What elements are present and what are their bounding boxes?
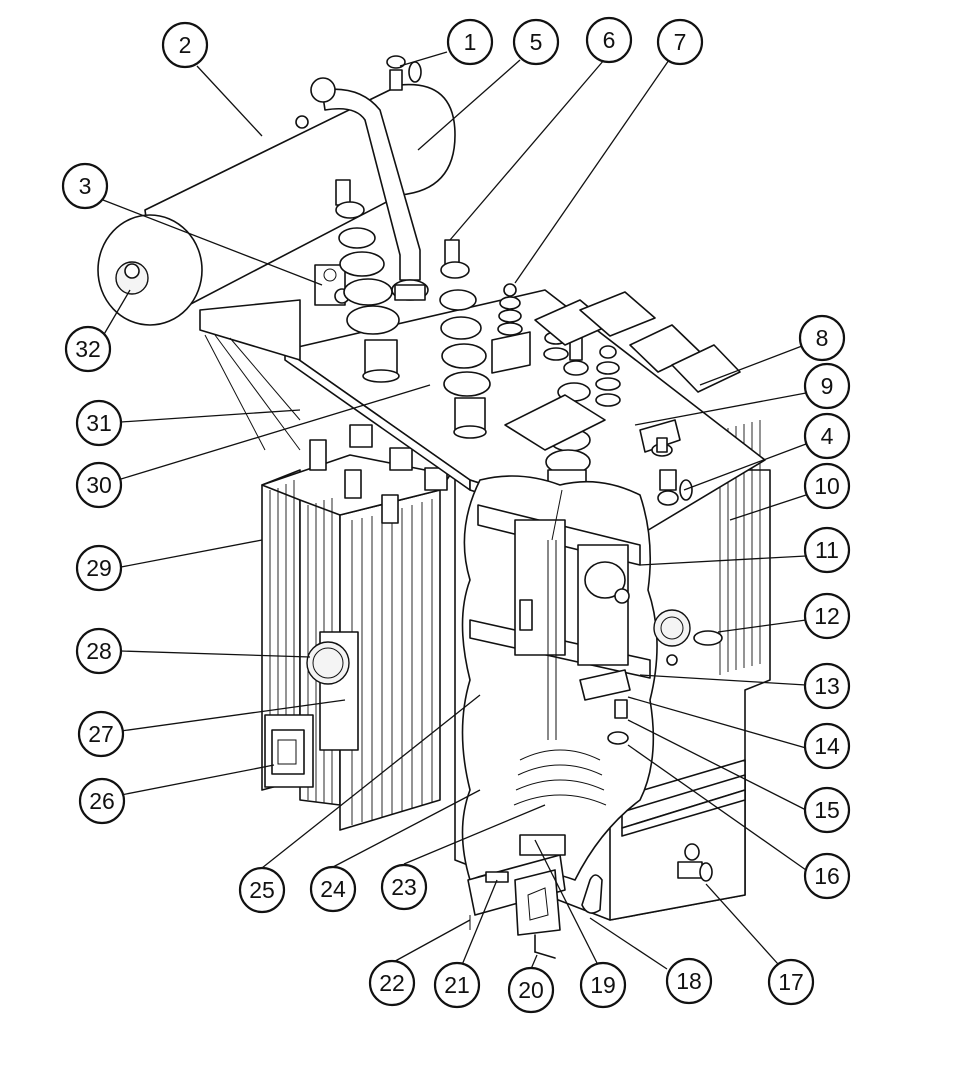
- terminal-box: [264, 714, 314, 788]
- callout-21-label: 21: [444, 972, 470, 998]
- callout-28-label: 28: [86, 638, 112, 664]
- callout-11: 11: [803, 526, 851, 574]
- callout-2: 2: [161, 21, 209, 69]
- hv-bushing-left: [335, 179, 400, 383]
- callout-22-label: 22: [379, 970, 405, 996]
- callout-14: 14: [803, 722, 851, 770]
- callout-17-label: 17: [778, 969, 804, 995]
- callout-6: 6: [585, 16, 633, 64]
- callout-10: 10: [803, 462, 851, 510]
- callout-12: 12: [803, 592, 851, 640]
- callout-26-label: 26: [89, 788, 115, 814]
- callout-27: 27: [77, 710, 125, 758]
- callout-4-label: 4: [821, 423, 834, 449]
- callout-9: 9: [803, 362, 851, 410]
- callout-16-label: 16: [814, 863, 840, 889]
- callout-26: 26: [78, 777, 126, 825]
- callouts: 1 2 3 4 5 6 7 8 9 10 11 12 13 14 15 16 1…: [61, 16, 851, 1014]
- callout-31-label: 31: [86, 410, 112, 436]
- callout-1: 1: [446, 18, 494, 66]
- top-valve: [295, 55, 422, 129]
- transformer-illustration: [97, 55, 771, 959]
- callout-10-label: 10: [814, 473, 840, 499]
- cutaway-interior: [461, 475, 658, 881]
- callout-1-label: 1: [464, 29, 477, 55]
- callout-7: 7: [656, 18, 704, 66]
- buchholz-relay: [314, 264, 350, 306]
- terminal-covers: [504, 291, 741, 451]
- callout-30-label: 30: [86, 472, 112, 498]
- callout-16: 16: [803, 852, 851, 900]
- callout-12-label: 12: [814, 603, 840, 629]
- callout-8: 8: [798, 314, 846, 362]
- callout-32: 32: [64, 325, 112, 373]
- callout-8-label: 8: [816, 325, 829, 351]
- callout-21: 21: [433, 961, 481, 1009]
- drain-valve: [677, 843, 713, 882]
- base-wheel-assembly: [467, 834, 566, 959]
- callout-32-label: 32: [75, 336, 101, 362]
- callout-20-label: 20: [518, 977, 544, 1003]
- callout-9-label: 9: [821, 373, 834, 399]
- callout-18-label: 18: [676, 968, 702, 994]
- callout-6-label: 6: [603, 27, 616, 53]
- callout-24-label: 24: [320, 876, 346, 902]
- callout-11-label: 11: [815, 537, 839, 563]
- callout-4: 4: [803, 412, 851, 460]
- lifting-lug: [581, 874, 603, 914]
- callout-2-label: 2: [179, 32, 192, 58]
- callout-29-label: 29: [86, 555, 112, 581]
- callout-19: 19: [579, 961, 627, 1009]
- callout-15: 15: [803, 786, 851, 834]
- callout-30: 30: [75, 461, 123, 509]
- callout-27-label: 27: [88, 721, 114, 747]
- callout-23-label: 23: [391, 874, 417, 900]
- thermometer-gauge: [306, 631, 359, 751]
- callout-3-label: 3: [79, 173, 92, 199]
- callout-24: 24: [309, 865, 357, 913]
- callout-17: 17: [767, 958, 815, 1006]
- callout-3: 3: [61, 162, 109, 210]
- callout-5-label: 5: [530, 29, 543, 55]
- callout-19-label: 19: [590, 972, 616, 998]
- callout-14-label: 14: [814, 733, 840, 759]
- conservator-pipe: [321, 88, 429, 301]
- callout-13: 13: [803, 662, 851, 710]
- callout-7-label: 7: [674, 29, 687, 55]
- callout-22: 22: [368, 959, 416, 1007]
- callout-15-label: 15: [814, 797, 840, 823]
- callout-25-label: 25: [249, 877, 275, 903]
- hv-bushing-middle: [439, 239, 491, 439]
- callout-31: 31: [75, 399, 123, 447]
- callout-29: 29: [75, 544, 123, 592]
- callout-25: 25: [238, 866, 286, 914]
- cover-valve: [657, 469, 693, 506]
- callout-23: 23: [380, 863, 428, 911]
- tap-changer-handle: [639, 419, 681, 457]
- callout-20: 20: [507, 966, 555, 1014]
- oil-level-gauge: [653, 609, 723, 666]
- callout-28: 28: [75, 627, 123, 675]
- callout-5: 5: [512, 18, 560, 66]
- callout-13-label: 13: [814, 673, 840, 699]
- leader-lines: [102, 51, 807, 970]
- callout-18: 18: [665, 957, 713, 1005]
